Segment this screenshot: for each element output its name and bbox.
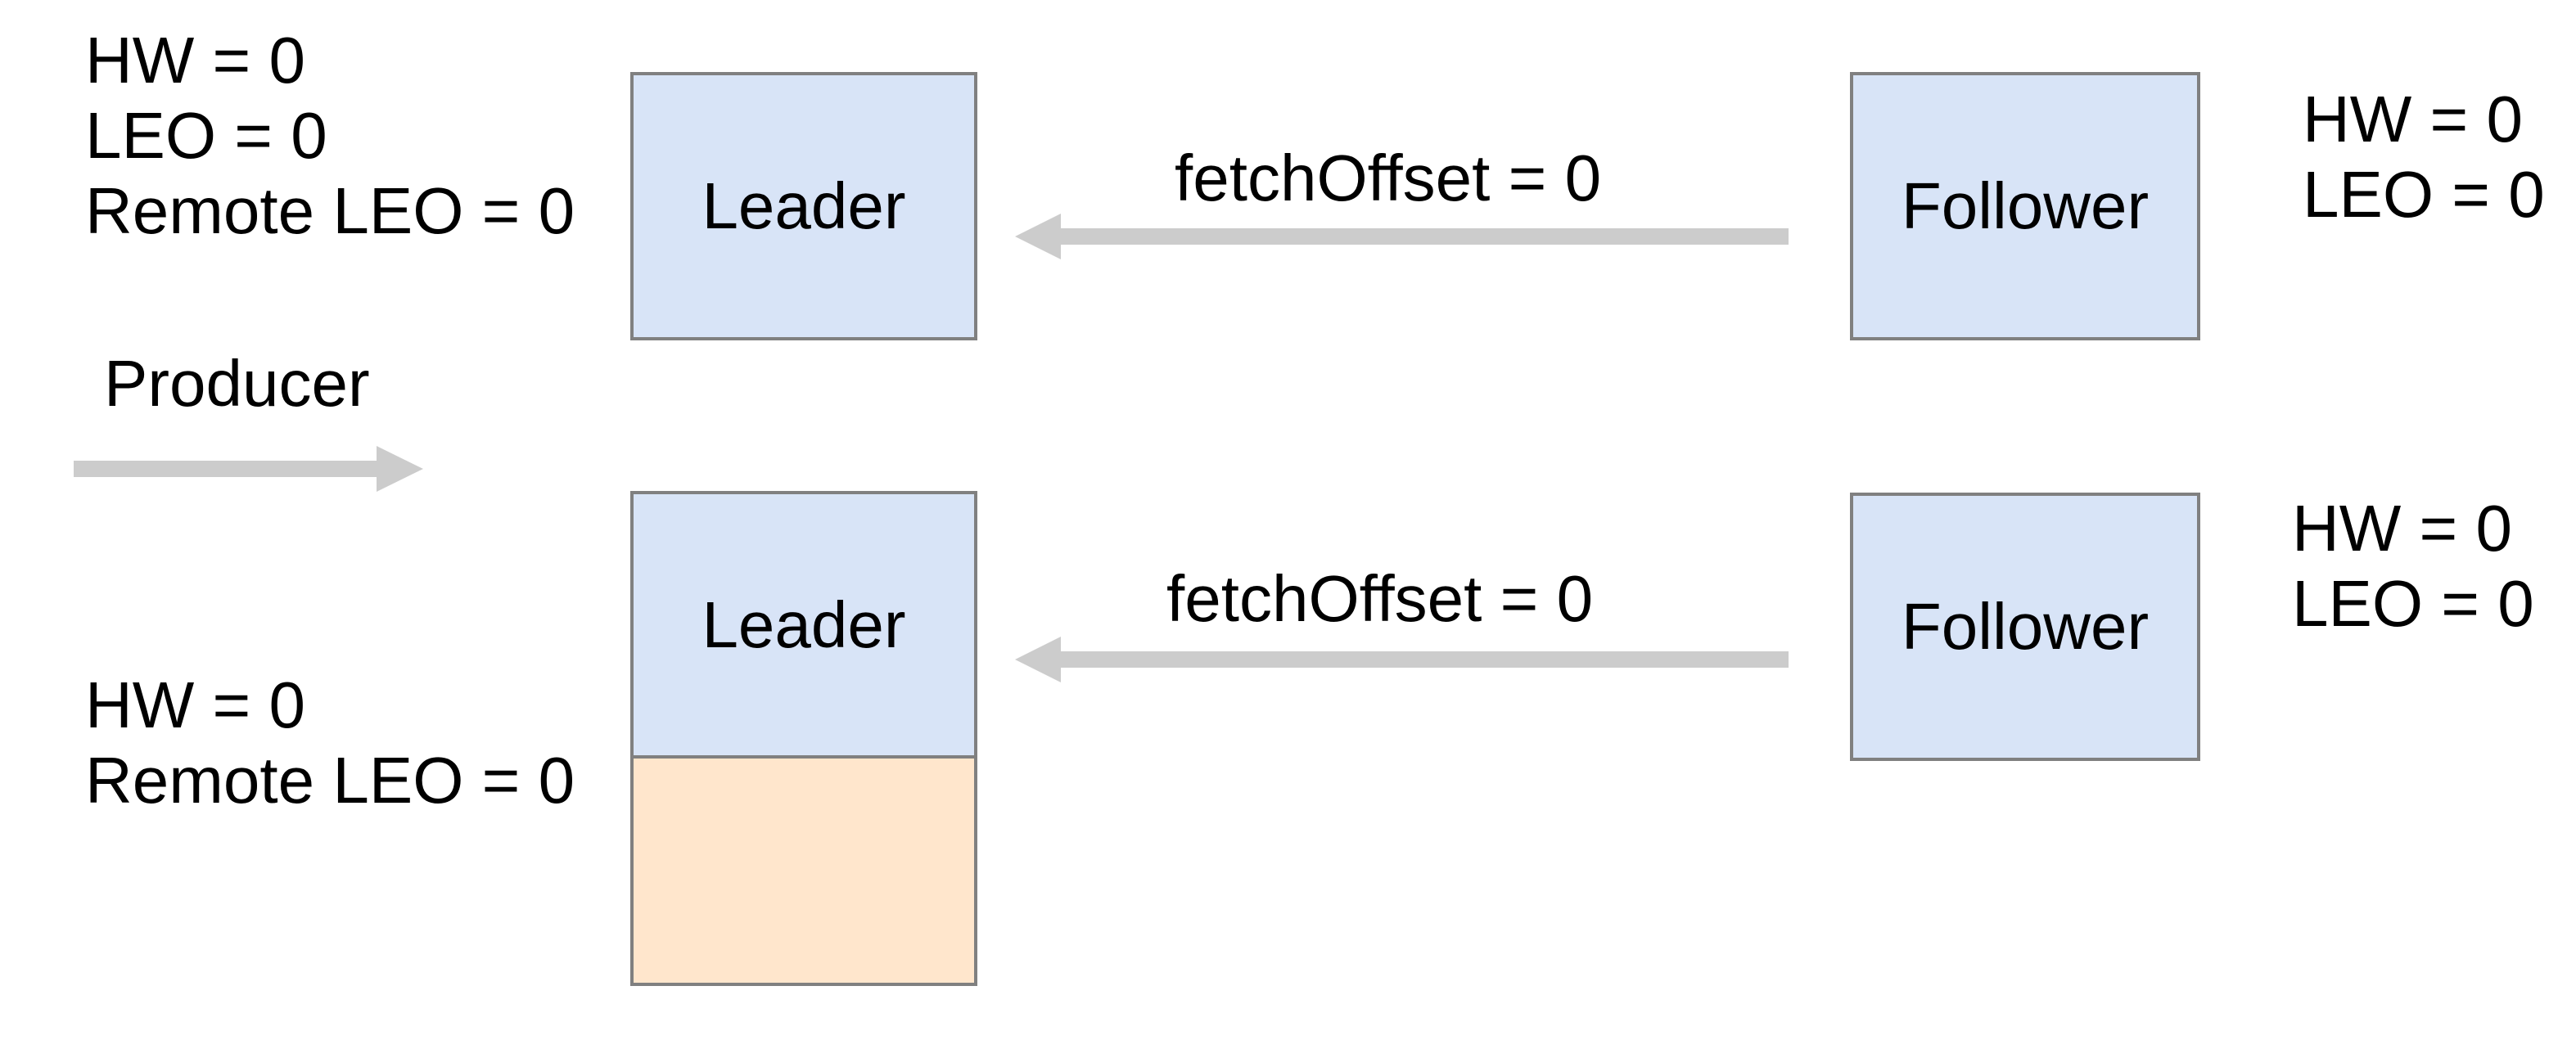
top-follower-box: Follower [1850,72,2200,340]
top-follower-stats: HW = 0 LEO = 0 [2303,82,2545,232]
bottom-fetch-arrow-icon [1015,637,1789,682]
bottom-leader-label: Leader [702,588,906,661]
bottom-leader-new-message-segment [634,759,974,983]
top-leader-label: Leader [702,169,906,242]
stat-line: HW = 0 [2292,492,2512,565]
top-leader-box: Leader [630,72,977,340]
stat-line: LEO = 0 [85,99,327,172]
producer-label: Producer [104,347,370,420]
bottom-follower-stats: HW = 0 LEO = 0 [2292,491,2534,642]
bottom-leader-stats: HW = 0 Remote LEO = 0 [85,668,575,818]
bottom-fetch-offset-label: fetchOffset = 0 [1166,562,1594,635]
stat-line: Remote LEO = 0 [85,744,575,817]
stat-line: LEO = 0 [2303,158,2545,231]
bottom-follower-box: Follower [1850,493,2200,761]
bottom-leader-log-segment: Leader [634,494,974,759]
arrowhead-right-icon [377,446,423,492]
stat-line: HW = 0 [85,669,305,741]
stat-line: HW = 0 [2303,83,2523,155]
top-leader-stats: HW = 0 LEO = 0 Remote LEO = 0 [85,23,575,249]
arrow-shaft [1059,651,1789,668]
arrow-shaft [1059,228,1789,245]
stat-line: HW = 0 [85,24,305,97]
stat-line: LEO = 0 [2292,567,2534,640]
bottom-follower-label: Follower [1901,590,2150,663]
producer-arrow-icon [74,446,423,492]
top-fetch-offset-label: fetchOffset = 0 [1175,142,1602,214]
arrow-shaft [74,461,378,477]
arrowhead-left-icon [1015,637,1061,682]
top-follower-label: Follower [1901,169,2150,242]
arrowhead-left-icon [1015,214,1061,259]
stat-line: Remote LEO = 0 [85,174,575,247]
bottom-leader-box: Leader [630,491,977,986]
top-fetch-arrow-icon [1015,214,1789,259]
